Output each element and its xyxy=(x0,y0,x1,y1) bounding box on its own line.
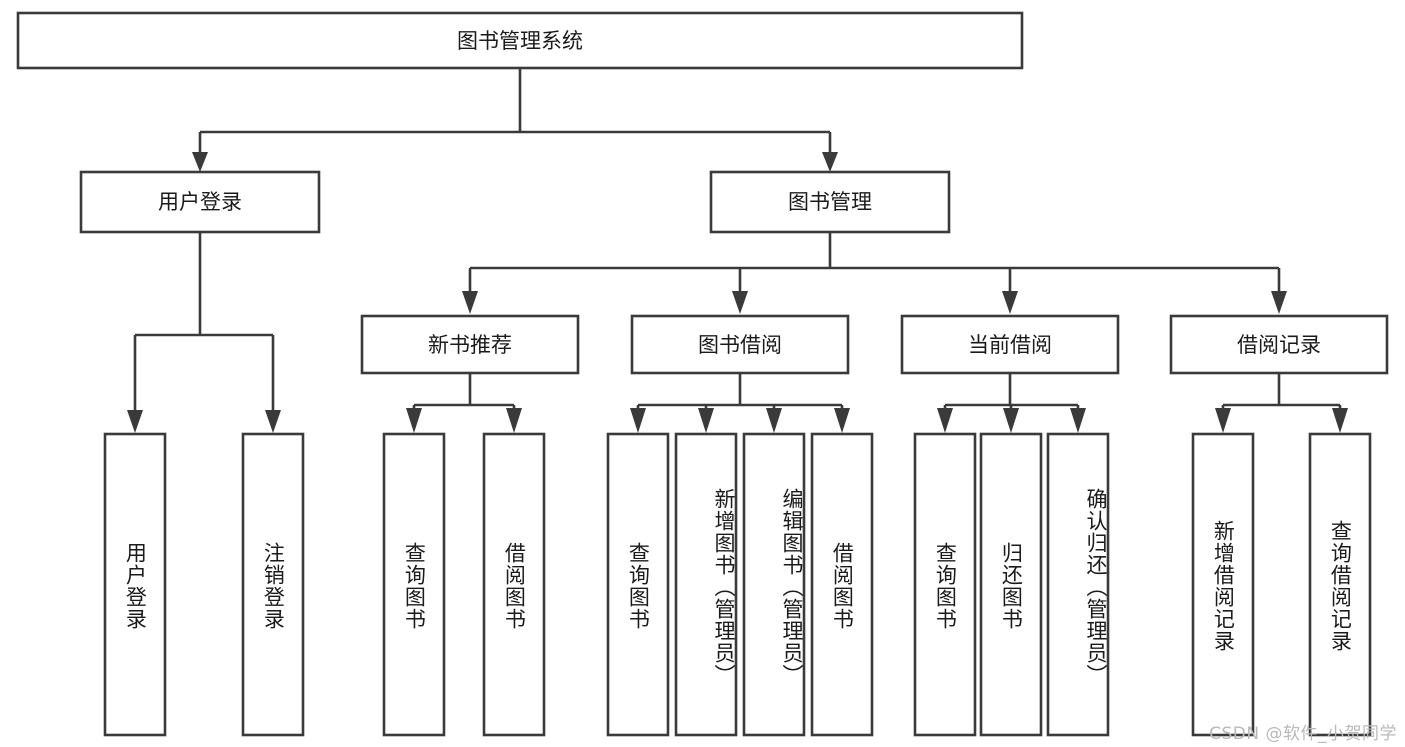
arrow-current-borrow-leaf-1 xyxy=(937,408,953,433)
node-borrow-record[interactable] xyxy=(1169,314,1389,375)
node-root-label: 图书管理系统 xyxy=(457,29,583,53)
arrow-borrow-record-leaf-2 xyxy=(1332,408,1348,433)
arrow-book-mgmt-to-current-borrow xyxy=(1002,291,1018,314)
leaf-current-borrow-2[interactable] xyxy=(979,432,1043,737)
arrow-book-borrow-leaf-4 xyxy=(834,408,850,433)
node-new-book-recommend[interactable] xyxy=(360,314,580,375)
arrow-borrow-record-leaf-1 xyxy=(1215,408,1231,433)
csdn-watermark: CSDN @软件_小贺同学 xyxy=(1209,724,1397,744)
leaf-borrow-record-2[interactable] xyxy=(1308,432,1372,737)
node-current-borrow-label: 当前借阅 xyxy=(968,333,1052,357)
arrow-user-login-leaf-1 xyxy=(127,410,143,433)
arrow-book-mgmt-to-new-book xyxy=(462,291,478,314)
leaf-new-book-2[interactable] xyxy=(482,432,546,737)
arrow-book-borrow-leaf-1 xyxy=(630,408,646,433)
leaf-book-borrow-3[interactable] xyxy=(742,432,806,737)
arrow-root-to-book-mgmt xyxy=(822,152,838,172)
node-book-management-label: 图书管理 xyxy=(788,190,872,214)
leaf-book-borrow-1[interactable] xyxy=(606,432,670,737)
arrow-book-borrow-leaf-3 xyxy=(766,408,782,433)
arrow-current-borrow-leaf-3 xyxy=(1070,408,1086,433)
node-book-management[interactable] xyxy=(709,170,951,234)
node-new-book-recommend-label: 新书推荐 xyxy=(428,333,512,357)
leaf-user-login-1[interactable] xyxy=(103,432,167,737)
leaf-book-borrow-2[interactable] xyxy=(674,432,738,737)
arrow-current-borrow-leaf-2 xyxy=(1003,408,1019,433)
leaf-user-login-2[interactable] xyxy=(241,432,305,737)
arrow-root-to-user-login xyxy=(192,152,208,172)
arrow-user-login-leaf-2 xyxy=(265,410,281,433)
arrow-new-book-leaf-2 xyxy=(506,408,522,433)
node-current-borrow[interactable] xyxy=(900,314,1120,375)
node-book-borrow[interactable] xyxy=(630,314,850,375)
arrow-new-book-leaf-1 xyxy=(406,408,422,433)
node-user-login-label: 用户登录 xyxy=(158,190,242,214)
arrow-book-mgmt-to-borrow-record xyxy=(1271,291,1287,314)
leaf-book-borrow-4[interactable] xyxy=(810,432,874,737)
node-book-borrow-label: 图书借阅 xyxy=(698,333,782,357)
arrow-book-borrow-leaf-2 xyxy=(698,408,714,433)
leaf-new-book-1[interactable] xyxy=(382,432,446,737)
node-root[interactable] xyxy=(16,11,1024,70)
leaf-current-borrow-1[interactable] xyxy=(913,432,977,737)
node-borrow-record-label: 借阅记录 xyxy=(1237,333,1321,357)
arrow-book-mgmt-to-book-borrow xyxy=(732,291,748,314)
leaf-borrow-record-1[interactable] xyxy=(1191,432,1255,737)
leaf-current-borrow-3[interactable] xyxy=(1046,432,1110,737)
